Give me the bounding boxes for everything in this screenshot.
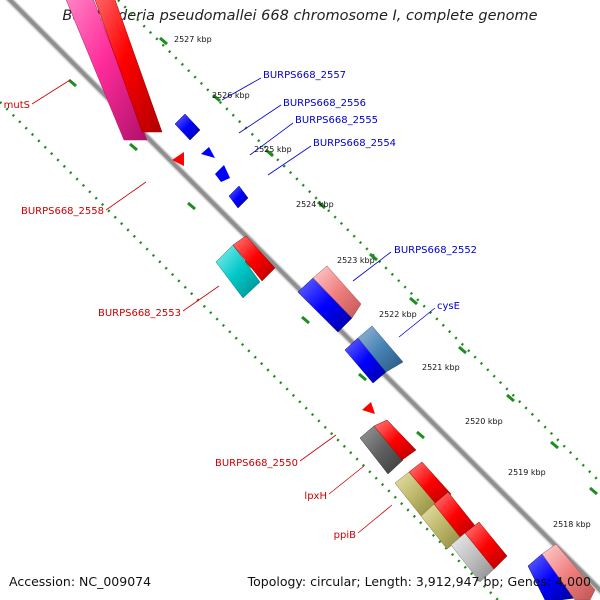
gene-BURPS668_2554-bar[interactable] [228, 185, 249, 209]
gene-label-BURPS668_2558[interactable]: BURPS668_2558 [21, 206, 104, 217]
gene-BURPS668_2557-bar[interactable] [174, 113, 201, 141]
gene-label-BURPS668_2556[interactable]: BURPS668_2556 [283, 98, 366, 109]
gene-BURPS668_2553-bar[interactable] [215, 244, 261, 299]
gene-label-cysE[interactable]: cysE [437, 301, 460, 312]
tick-label-2525: 2525 kbp [254, 145, 292, 154]
tick-label-2522: 2522 kbp [379, 310, 417, 319]
outer-tick-marks [159, 36, 598, 496]
gene-BURPS668_2558-arrow[interactable] [172, 152, 184, 166]
inner-scale-track [0, 101, 499, 600]
gene-label-BURPS668_2553[interactable]: BURPS668_2553 [98, 308, 181, 319]
genome-backbone [7, 0, 600, 593]
gene-red-bottom[interactable] [464, 521, 508, 570]
tick-label-2524: 2524 kbp [296, 200, 334, 209]
gene-cysE-bar[interactable] [357, 325, 404, 373]
tick-label-2526: 2526 kbp [212, 91, 250, 100]
gene-salmon-bottom-right[interactable] [541, 543, 596, 600]
gene-mutS-bar[interactable] [58, 0, 148, 141]
map-title: Burkholderia pseudomallei 668 chromosome… [62, 8, 538, 24]
forward-leader-lines [221, 77, 436, 338]
tick-label-2523: 2523 kbp [337, 256, 375, 265]
gene-label-BURPS668_2552[interactable]: BURPS668_2552 [394, 245, 477, 256]
tick-label-2518: 2518 kbp [553, 520, 591, 529]
gene-label-BURPS668_2550[interactable]: BURPS668_2550 [215, 458, 298, 469]
gene-label-lpxH[interactable]: lpxH [304, 491, 327, 502]
gene-blue-bottom-right[interactable] [527, 553, 576, 600]
backbone-shadow [5, 0, 600, 595]
gene-label-BURPS668_2554[interactable]: BURPS668_2554 [313, 138, 396, 149]
gene-bar-red-top[interactable] [88, 0, 163, 133]
accession-text: Accession: NC_009074 [9, 574, 152, 589]
topology-text: Topology: circular; Length: 3,912,947 bp… [247, 574, 591, 589]
gene-BURPS668_2550-bar[interactable] [359, 425, 404, 475]
reverse-leader-lines [31, 79, 393, 534]
gene-label-BURPS668_2555[interactable]: BURPS668_2555 [295, 115, 378, 126]
gene-red-near-2553[interactable] [232, 235, 276, 282]
tick-label-2520: 2520 kbp [465, 417, 503, 426]
gene-small-red-arrow[interactable] [362, 402, 375, 414]
outer-scale-track [117, 0, 600, 483]
gene-red-near-2550[interactable] [373, 419, 417, 461]
tick-label-2519: 2519 kbp [508, 468, 546, 477]
gene-BURPS668_2552-bar[interactable] [312, 265, 362, 319]
gene-label-mutS[interactable]: mutS [4, 100, 30, 111]
tick-label-2521: 2521 kbp [422, 363, 460, 372]
gene-BURPS668_2555-arrow[interactable] [215, 165, 230, 182]
gene-red-near-lpxH[interactable] [408, 461, 452, 505]
gene-label-ppiB[interactable]: ppiB [334, 530, 356, 541]
tick-label-2527: 2527 kbp [174, 35, 212, 44]
gene-BURPS668_2556-arrow[interactable] [201, 147, 215, 158]
gene-label-BURPS668_2557[interactable]: BURPS668_2557 [263, 70, 346, 81]
